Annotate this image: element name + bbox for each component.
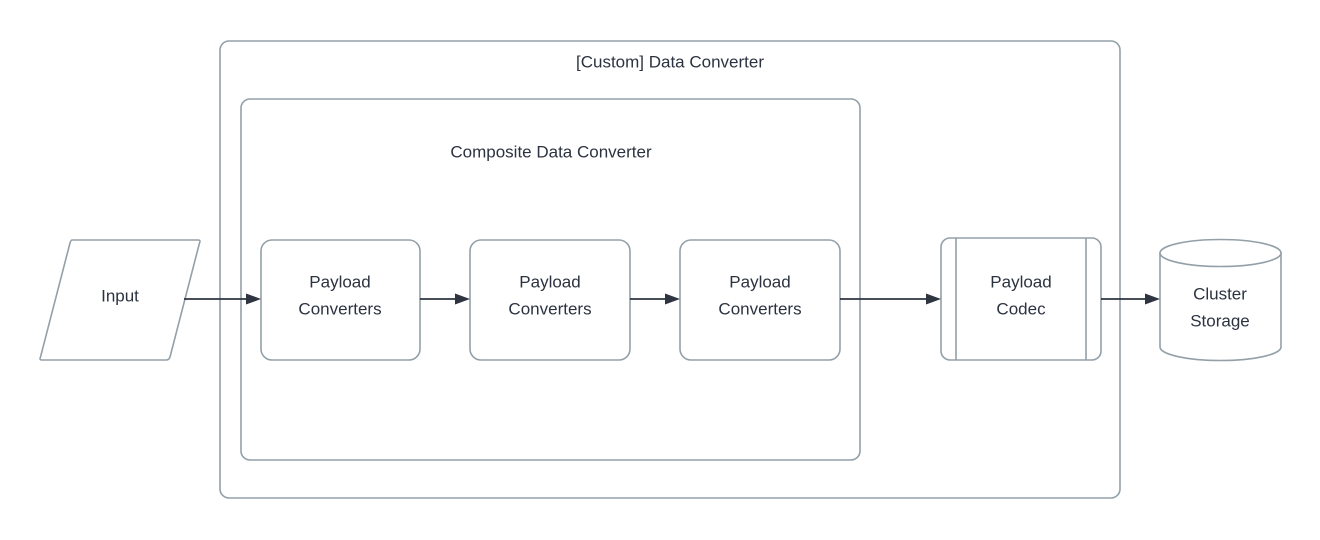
svg-text:Converters: Converters <box>298 299 381 318</box>
node-payload-codec-label: Payload Codec <box>990 272 1051 318</box>
container-custom-data-converter-label: [Custom] Data Converter <box>576 52 764 71</box>
edge-converters-3-to-payload-codec <box>840 293 941 305</box>
node-payload-converters-2[interactable] <box>469 239 631 361</box>
node-cluster-storage[interactable] <box>1159 238 1282 362</box>
svg-text:Converters: Converters <box>508 299 591 318</box>
node-input[interactable] <box>39 239 201 361</box>
node-payload-converters-1-label: Payload Converters <box>298 272 381 318</box>
svg-text:Converters: Converters <box>718 299 801 318</box>
svg-text:Payload: Payload <box>309 272 370 291</box>
svg-text:Payload: Payload <box>519 272 580 291</box>
svg-text:Codec: Codec <box>996 299 1046 318</box>
edge-converters-2-to-converters-3 <box>630 293 680 305</box>
node-payload-converters-3-label: Payload Converters <box>718 272 801 318</box>
svg-text:Cluster: Cluster <box>1193 284 1247 303</box>
svg-text:Payload: Payload <box>990 272 1051 291</box>
node-input-label: Input <box>101 286 139 305</box>
node-payload-converters-1[interactable] <box>260 239 421 361</box>
edge-payload-codec-to-cluster-storage <box>1101 293 1160 305</box>
edge-converters-1-to-converters-2 <box>420 293 470 305</box>
svg-text:Storage: Storage <box>1190 311 1250 330</box>
node-cluster-storage-label: Cluster Storage <box>1190 284 1250 330</box>
edge-input-to-converters-1 <box>184 293 261 305</box>
node-payload-codec[interactable] <box>940 237 1102 361</box>
node-payload-converters-2-label: Payload Converters <box>508 272 591 318</box>
node-payload-converters-3[interactable] <box>679 239 841 361</box>
container-composite-data-converter-label: Composite Data Converter <box>450 142 652 161</box>
svg-text:Payload: Payload <box>729 272 790 291</box>
